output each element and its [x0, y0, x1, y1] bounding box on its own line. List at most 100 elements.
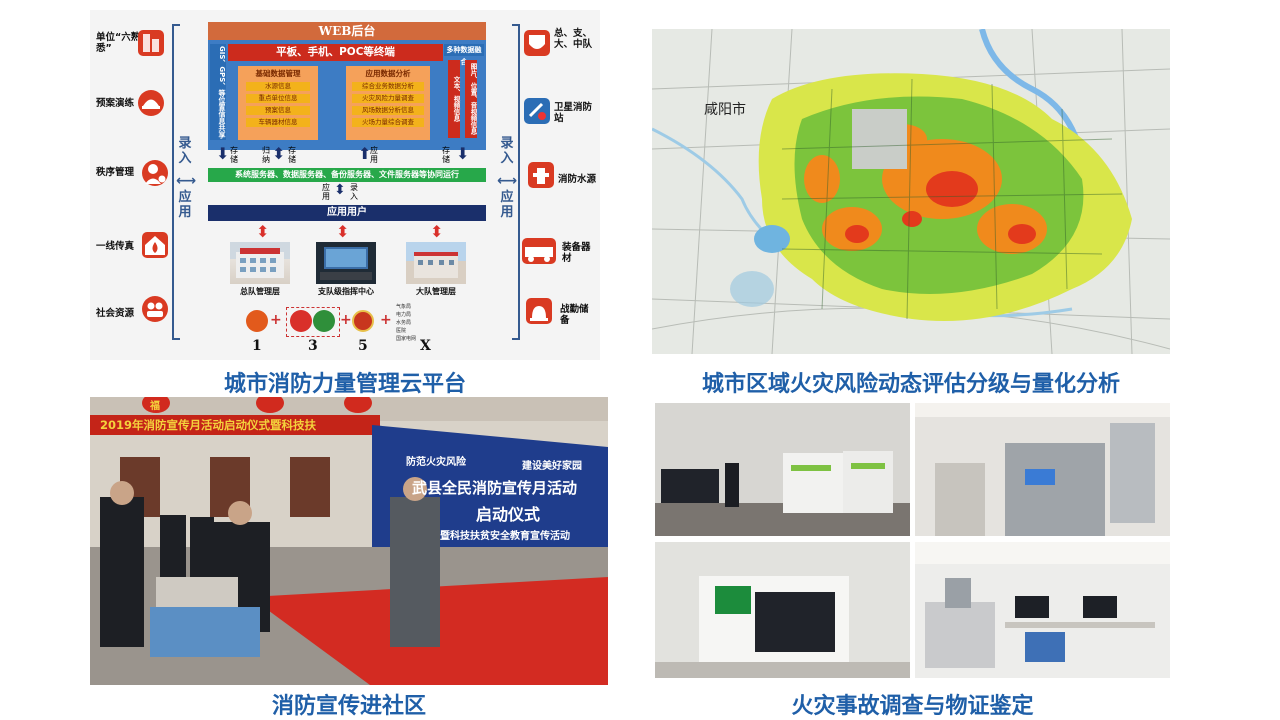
- plus-icon-3: +: [380, 312, 392, 328]
- fire-truck-icon: [522, 238, 556, 264]
- left-item-label-5: 社会资源: [96, 308, 135, 319]
- lantern-character: 福: [150, 401, 160, 412]
- caption-lab: 火灾事故调查与物证鉴定: [791, 694, 1034, 719]
- stage-title-line2: 启动仪式: [476, 505, 541, 524]
- stage-title-line3: 暨科技扶贫安全教育宣传活动: [440, 531, 570, 542]
- map-graphic: [652, 29, 1170, 354]
- right-vertical-label-2: 图片、位置、音视频信息: [465, 60, 477, 138]
- house-fire-icon: [142, 232, 168, 258]
- stage-slogan-right: 建设美好家园: [522, 461, 582, 472]
- fire-risk-map: 咸阳市: [652, 29, 1170, 354]
- gis-vertical-label: GIS、GPS、等位置信息共享: [210, 44, 226, 140]
- right-vertical-char-3: 应: [500, 190, 514, 205]
- red-arrow-icon-1: ⬍: [256, 222, 270, 241]
- store-label-4: 应用: [370, 146, 378, 164]
- basic-data-item-2: 重点单位信息: [246, 94, 310, 103]
- fire-emblem-icon: [290, 310, 312, 332]
- store-arrows-row: ⬇ 存储 归纳 ⬍ 存储 ⬆ 应用 存储 ⬇: [208, 142, 486, 168]
- lab-photo-chromatograph: [655, 403, 910, 536]
- app-analysis-item-1: 综合业务数据分析: [352, 82, 424, 91]
- web-backend-header: WEB后台: [208, 22, 486, 40]
- left-vertical-apply: 应 用: [178, 190, 192, 220]
- terminals-bar: 平板、手机、POC等终端: [228, 44, 443, 61]
- plus-icon-2: +: [340, 312, 352, 328]
- shield-badges-icon: [524, 30, 550, 56]
- right-bracket-top: [512, 24, 520, 26]
- down-arrow-icon-2: ⬇: [456, 144, 470, 163]
- up-down-arrow-icon: ⬍: [272, 144, 286, 163]
- right-vertical-char-2: 入: [500, 151, 514, 166]
- left-vertical-char-1: 录: [178, 136, 192, 151]
- left-bracket-line: [172, 24, 174, 340]
- app-analysis-panel: [346, 66, 430, 140]
- alarm-light-icon: [526, 298, 552, 324]
- store-label-3: 存储: [288, 146, 296, 164]
- photo-headquarters: [230, 242, 290, 284]
- left-double-arrow: ⟷: [176, 173, 197, 189]
- legend-item-3: 水务局: [396, 320, 412, 326]
- lab-photo-analyzer: [655, 542, 910, 678]
- left-vertical-char-4: 用: [178, 205, 192, 220]
- basic-data-title: 基础数据管理: [255, 69, 301, 78]
- photo-brigade: [406, 242, 466, 284]
- right-double-arrow: ⟷: [497, 173, 518, 189]
- community-event-photo: 2019年消防宣传月活动启动仪式暨科技扶 防范火灾风险 建设美好家园 武县全民消…: [90, 397, 608, 685]
- legend-item-5: 国家电网: [396, 336, 417, 342]
- right-vertical-char-1: 录: [500, 136, 514, 151]
- left-vertical-char-3: 应: [178, 190, 192, 205]
- photo-command-center: [316, 242, 376, 284]
- app-analysis-item-4: 火场力量综合调查: [352, 118, 424, 127]
- red-arrow-icon-3: ⬍: [430, 222, 444, 241]
- left-bracket-top: [172, 24, 180, 26]
- caption-community: 消防宣传进社区: [271, 694, 426, 719]
- right-item-label-3: 消防水源: [558, 174, 597, 185]
- right-bracket-line: [518, 24, 520, 340]
- green-emblem-icon: [313, 310, 335, 332]
- store-label-1: 存储: [230, 146, 238, 164]
- server-bar: 系统服务器、数据服务器、备份服务器、文件服务器等协同运行: [208, 168, 486, 182]
- caption-risk-map: 城市区域火灾风险动态评估分级与量化分析: [701, 372, 1120, 397]
- fire-badge-icon: [246, 310, 268, 332]
- map-city-label: 咸阳市: [704, 102, 746, 118]
- event-scene: [90, 397, 608, 685]
- caption-platform: 城市消防力量管理云平台: [223, 372, 466, 397]
- person-gear-icon: [142, 160, 168, 186]
- right-item-label-4: 装备器材: [562, 242, 591, 264]
- plus-icon-1: +: [270, 312, 282, 328]
- app-analysis-item-2: 火灾风险力量调查: [352, 94, 424, 103]
- legend-item-2: 电力局: [396, 312, 412, 318]
- left-item-label-4: 一线传真: [96, 241, 135, 252]
- basic-data-item-3: 预案信息: [246, 106, 310, 115]
- right-bracket-bottom: [512, 338, 520, 340]
- people-resource-icon: [142, 296, 168, 322]
- mid-apply-label: 应用: [322, 183, 330, 201]
- satellite-station-icon: [524, 98, 550, 124]
- building-icon: [138, 30, 164, 56]
- app-analysis-title: 应用数据分析: [365, 69, 411, 78]
- mid-input-label: 录入: [350, 183, 358, 201]
- right-vertical-input: 录 入: [500, 136, 514, 166]
- basic-data-item-1: 水源信息: [246, 82, 310, 91]
- right-vertical-apply: 应 用: [500, 190, 514, 220]
- stage-slogan-left: 防范火灾风险: [406, 457, 466, 468]
- left-vertical-char-2: 入: [178, 151, 192, 166]
- basic-data-panel: [238, 66, 318, 140]
- left-item-label-3: 秩序管理: [96, 167, 135, 178]
- down-arrow-icon: ⬇: [216, 144, 230, 163]
- police-emblem-icon: [352, 310, 374, 332]
- fire-hydrant-icon: [528, 162, 554, 188]
- store-label-2: 归纳: [262, 146, 270, 164]
- lab-photos-grid: [655, 403, 1170, 678]
- right-item-label-5: 战勤储备: [560, 304, 589, 326]
- multi-fusion-label: 多种数据融合: [444, 44, 484, 66]
- right-item-label-1: 总、支、大、中队: [554, 28, 593, 50]
- number-1: 1: [252, 338, 262, 354]
- red-arrow-icon-2: ⬍: [336, 222, 350, 241]
- legend-item-1: 气象局: [396, 304, 412, 310]
- right-item-label-2: 卫星消防站: [554, 102, 593, 124]
- firefighter-helmet-icon: [138, 90, 164, 116]
- basic-data-item-4: 车辆器材信息: [246, 118, 310, 127]
- number-3: 3: [308, 338, 318, 354]
- lab-photo-microscope: [915, 542, 1170, 678]
- left-vertical-input: 录 入: [178, 136, 192, 166]
